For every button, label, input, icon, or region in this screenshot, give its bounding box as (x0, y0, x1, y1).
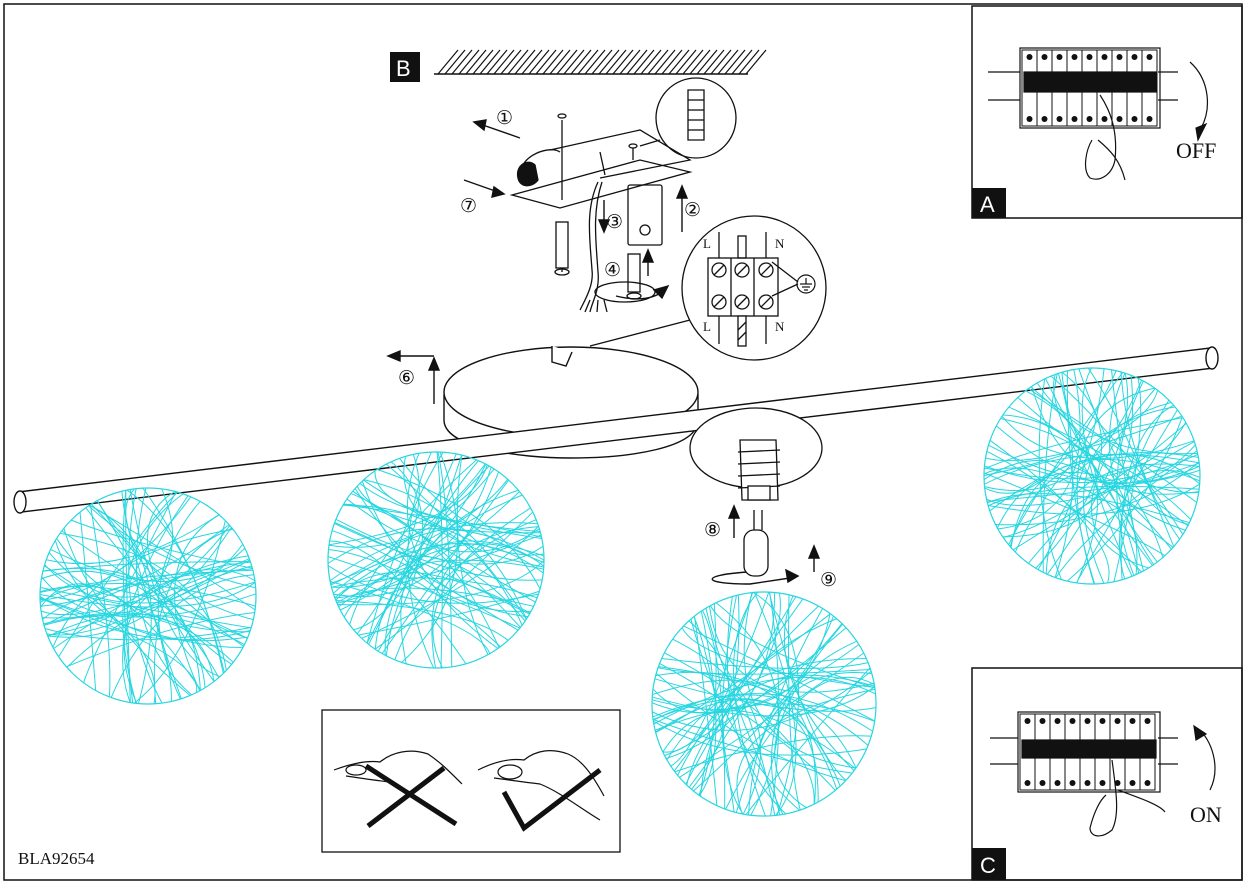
breaker-c-screw (1024, 718, 1031, 724)
breaker-a-screw (1101, 116, 1108, 122)
breaker-c-screw (1069, 780, 1076, 786)
breaker-a-screw (1041, 116, 1048, 122)
breaker-c-screw (1114, 780, 1121, 786)
terminal-block-zoom (589, 215, 827, 361)
breaker-a-screw (1071, 116, 1078, 122)
wire-bottom-live: L (703, 319, 711, 334)
step-4: ④ (604, 260, 621, 281)
on-label: ON (1190, 802, 1222, 827)
breaker-c-screw (1039, 780, 1046, 786)
light-bar (13, 346, 1219, 514)
glass-shades (39, 367, 1201, 817)
breaker-c-screw (1084, 718, 1091, 724)
breaker-a-screw (1041, 54, 1048, 60)
panel-a-letter: A (980, 192, 995, 217)
breaker-a-screw (1086, 54, 1093, 60)
panel-b-letter-box (390, 52, 420, 82)
breaker-off-icon (988, 47, 1208, 181)
breaker-a-screw (1116, 116, 1123, 122)
hand-bulb-right-icon (477, 750, 605, 832)
breaker-c-screw (1054, 780, 1061, 786)
breaker-on-icon (990, 711, 1216, 837)
panel-a-frame (971, 5, 1243, 219)
breaker-a-screw (1146, 54, 1153, 60)
step-6: ⑥ (398, 368, 415, 389)
wire-bottom-neutral: N (775, 319, 785, 334)
glass-shade-2 (327, 451, 545, 669)
lamp-socket (689, 407, 823, 577)
step-1: ① (496, 108, 513, 129)
bulb-handling-frame (321, 709, 621, 853)
wire-top-live: L (703, 236, 711, 251)
breaker-a-screw (1026, 116, 1033, 122)
breaker-a-screw (1026, 54, 1033, 60)
breaker-c-screw (1114, 718, 1121, 724)
glass-shade-1 (39, 487, 257, 705)
panel-c: ON C (971, 667, 1243, 881)
breaker-a-screw (1116, 54, 1123, 60)
panel-a: OFF A (971, 5, 1243, 219)
breaker-c-screw (1084, 780, 1091, 786)
step-arrows (386, 119, 821, 585)
step-7: ⑦ (460, 196, 477, 217)
bulb-handling-inset (321, 709, 621, 853)
breaker-c-9 (1139, 713, 1156, 791)
ceiling-hatch-icon (437, 49, 767, 75)
step-2: ② (684, 200, 701, 221)
panel-c-letter: C (980, 853, 996, 878)
step-3: ③ (606, 212, 623, 233)
document-code: BLA92654 (18, 849, 95, 868)
breaker-c-screw (1129, 718, 1136, 724)
breaker-a-9 (1141, 49, 1158, 127)
breaker-a-screw (1056, 116, 1063, 122)
page-frame (3, 3, 1243, 881)
breaker-a-screw (1086, 116, 1093, 122)
panel-a-letter-box (972, 188, 1006, 218)
panel-b-letter: B (396, 56, 411, 81)
breaker-c-screw (1054, 718, 1061, 724)
breaker-a-screw (1131, 116, 1138, 122)
breaker-c-screw (1069, 718, 1076, 724)
earth-ground-icon (796, 274, 816, 294)
breaker-c-screw (1024, 780, 1031, 786)
step-9: ⑨ (820, 570, 837, 591)
breaker-a-screw (1131, 54, 1138, 60)
breaker-c-screw (1144, 780, 1151, 786)
breaker-c-screw (1144, 718, 1151, 724)
hand-bulb-wrong-icon (333, 750, 463, 828)
breaker-c-screw (1099, 718, 1106, 724)
panel-c-frame (971, 667, 1243, 881)
glass-shade-4 (983, 367, 1201, 585)
breaker-a-screw (1146, 116, 1153, 122)
breaker-c-screw (1099, 780, 1106, 786)
breaker-a-screw (1056, 54, 1063, 60)
mounting-bracket (509, 77, 737, 313)
step-8: ⑧ (704, 520, 721, 541)
panel-b: B (390, 49, 767, 82)
wire-top-neutral: N (775, 236, 785, 251)
breaker-a-screw (1101, 54, 1108, 60)
breaker-c-screw (1039, 718, 1046, 724)
glass-shade-3 (651, 591, 877, 817)
breaker-c-screw (1129, 780, 1136, 786)
panel-c-letter-box (972, 848, 1006, 880)
off-label: OFF (1176, 138, 1216, 163)
breaker-a-screw (1071, 54, 1078, 60)
